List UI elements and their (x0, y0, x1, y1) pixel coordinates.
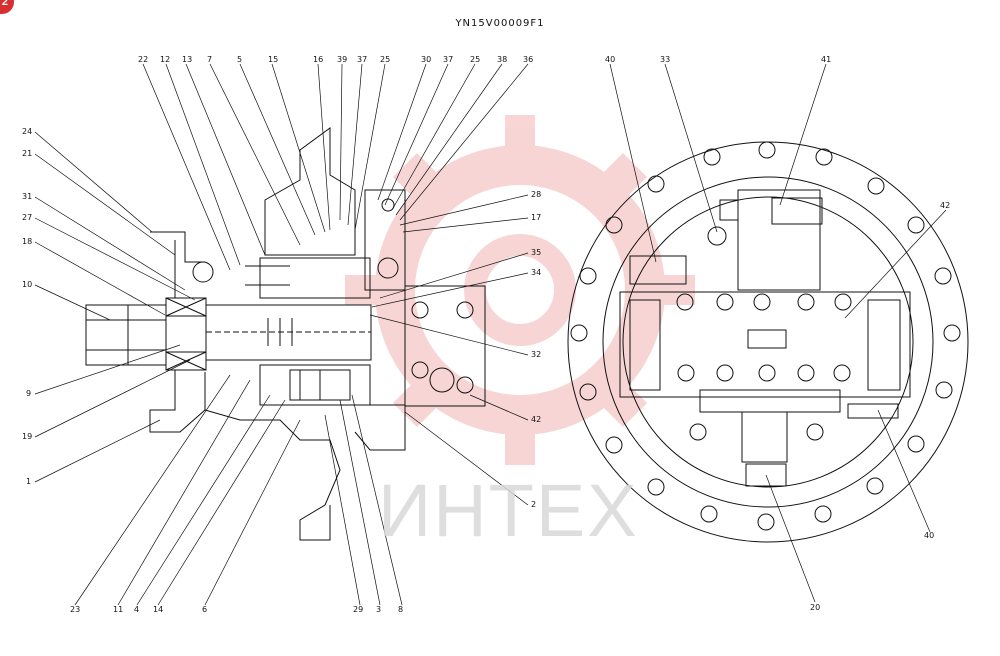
end-view (567, 141, 969, 543)
part-label: 27 (22, 213, 32, 222)
part-label: 34 (531, 268, 541, 277)
part-label: 20 (810, 603, 820, 612)
part-label: 38 (497, 55, 507, 64)
part-label: 39 (337, 55, 347, 64)
part-label: 41 (821, 55, 831, 64)
part-label: 10 (22, 280, 32, 289)
part-label: 5 (237, 55, 242, 64)
part-label: 31 (22, 192, 32, 201)
part-label: 13 (182, 55, 192, 64)
watermark-text: ИНТЕХ (378, 469, 639, 552)
leader-lines-right (609, 63, 947, 603)
part-label: 1 (26, 477, 31, 486)
part-label: 9 (26, 389, 31, 398)
drawing-title: YN15V00009F1 (455, 18, 545, 29)
part-label: 32 (531, 350, 541, 359)
part-label: 29 (353, 605, 363, 614)
part-label: 18 (22, 237, 32, 246)
part-label: 23 (70, 605, 80, 614)
part-label: 42 (531, 415, 541, 424)
part-label: 6 (202, 605, 207, 614)
part-label: 25 (380, 55, 390, 64)
part-label: 28 (531, 190, 541, 199)
part-label: 16 (313, 55, 323, 64)
part-labels: 22 12 13 7 5 15 16 39 37 25 30 37 25 38 … (22, 55, 950, 614)
part-label: 4 (134, 605, 139, 614)
part-label: 30 (421, 55, 431, 64)
part-label: 12 (160, 55, 170, 64)
part-label: 42 (940, 201, 950, 210)
part-label: 37 (357, 55, 367, 64)
part-label: 17 (531, 213, 541, 222)
section-view (85, 127, 486, 541)
part-label: 14 (153, 605, 163, 614)
part-label: 37 (443, 55, 453, 64)
part-label: 35 (531, 248, 541, 257)
leader-lines-left (34, 63, 529, 606)
part-label: 36 (523, 55, 533, 64)
part-label: 24 (22, 127, 32, 136)
part-label: 33 (660, 55, 670, 64)
part-label: 2 (531, 500, 536, 509)
part-label: 3 (376, 605, 381, 614)
part-label: 19 (22, 432, 32, 441)
part-label: 22 (138, 55, 148, 64)
part-label: 11 (113, 605, 123, 614)
part-label: 25 (470, 55, 480, 64)
part-label: 21 (22, 149, 32, 158)
part-label: 8 (398, 605, 403, 614)
part-label: 15 (268, 55, 278, 64)
part-label: 40 (605, 55, 615, 64)
part-label: 7 (207, 55, 212, 64)
part-label: 40 (924, 531, 934, 540)
